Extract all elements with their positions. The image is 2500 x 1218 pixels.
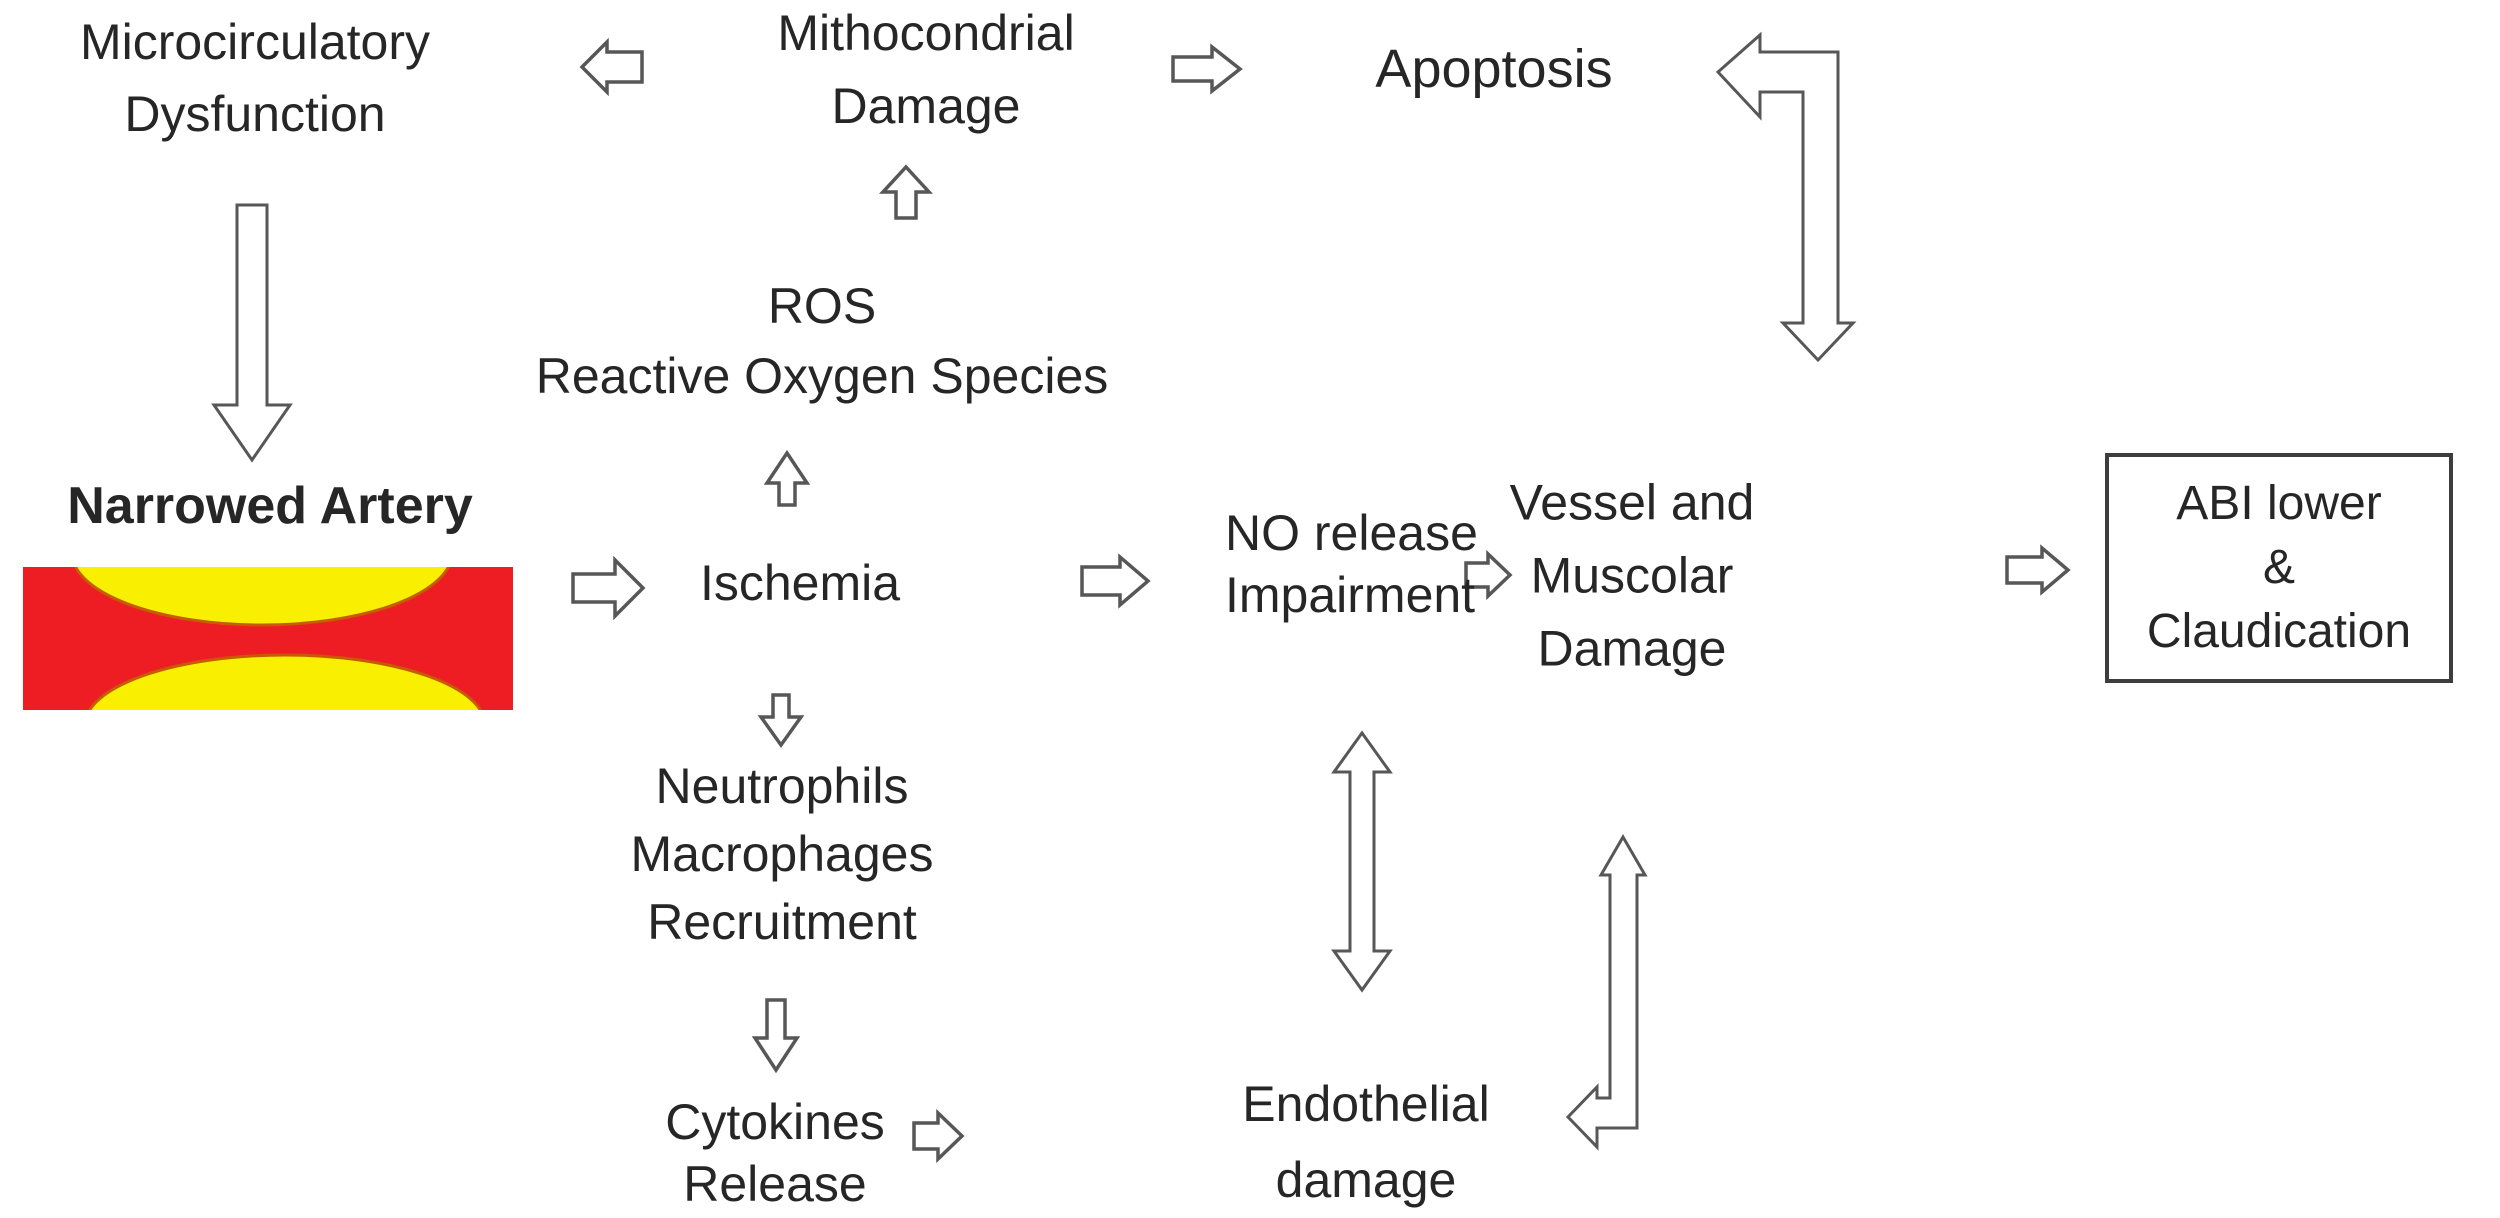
arrow-microcirculatory-to-artery-icon bbox=[211, 203, 293, 463]
node-ros: ROS Reactive Oxygen Species bbox=[535, 278, 1109, 404]
arrow-ischemia-to-neutrophils-icon bbox=[757, 693, 805, 749]
plaque-bottom-ellipse bbox=[87, 653, 483, 710]
arrow-no-to-vessel-icon bbox=[1464, 549, 1513, 601]
node-apoptosis: Apoptosis bbox=[1375, 39, 1613, 99]
arrow-artery-to-ischemia-icon bbox=[571, 555, 646, 621]
arrow-ischemia-to-no-icon bbox=[1080, 553, 1151, 609]
arrow-mitochondrial-to-microcirculatory-icon bbox=[579, 37, 644, 97]
arrow-mitochondrial-to-apoptosis-icon bbox=[1171, 43, 1243, 95]
arrow-vessel-to-abi-icon bbox=[2005, 544, 2071, 596]
node-vessel-muscular-damage: Vessel and Muscolar Damage bbox=[1509, 474, 1755, 677]
node-narrowed-artery-label: Narrowed Artery bbox=[67, 477, 473, 535]
node-mitochondrial-damage: Mithocondrial Damage bbox=[777, 5, 1075, 134]
narrowed-artery-image bbox=[23, 567, 513, 710]
node-abi-claudication-box: ABI lower & Claudication bbox=[2105, 453, 2453, 683]
node-neutrophils-macrophages-recruitment: Neutrophils Macrophages Recruitment bbox=[630, 758, 934, 950]
arrow-neutrophils-to-cytokines-icon bbox=[751, 998, 801, 1074]
arrow-no-endothelial-double-icon bbox=[1331, 730, 1393, 993]
plaque-top-ellipse bbox=[73, 567, 451, 627]
node-no-release-impairment: NO release Impairment bbox=[1225, 505, 1478, 623]
node-cytokines-release: Cytokines Release bbox=[665, 1094, 885, 1212]
arrow-ros-to-mitochondrial-icon bbox=[879, 164, 933, 220]
arrow-cytokines-to-endothelial-icon bbox=[912, 1108, 965, 1164]
arrow-apoptosis-vessel-bent-icon bbox=[1715, 31, 1857, 363]
artery-plaque-graphic bbox=[73, 567, 483, 710]
node-microcirculatory-dysfunction: Microcirculatory Dysfunction bbox=[79, 14, 431, 142]
node-ischemia: Ischemia bbox=[699, 555, 901, 611]
node-endothelial-damage: Endothelial damage bbox=[1242, 1076, 1490, 1208]
arrow-endothelial-vessel-bent-icon bbox=[1565, 834, 1648, 1151]
arrow-ischemia-to-ros-icon bbox=[763, 449, 811, 507]
